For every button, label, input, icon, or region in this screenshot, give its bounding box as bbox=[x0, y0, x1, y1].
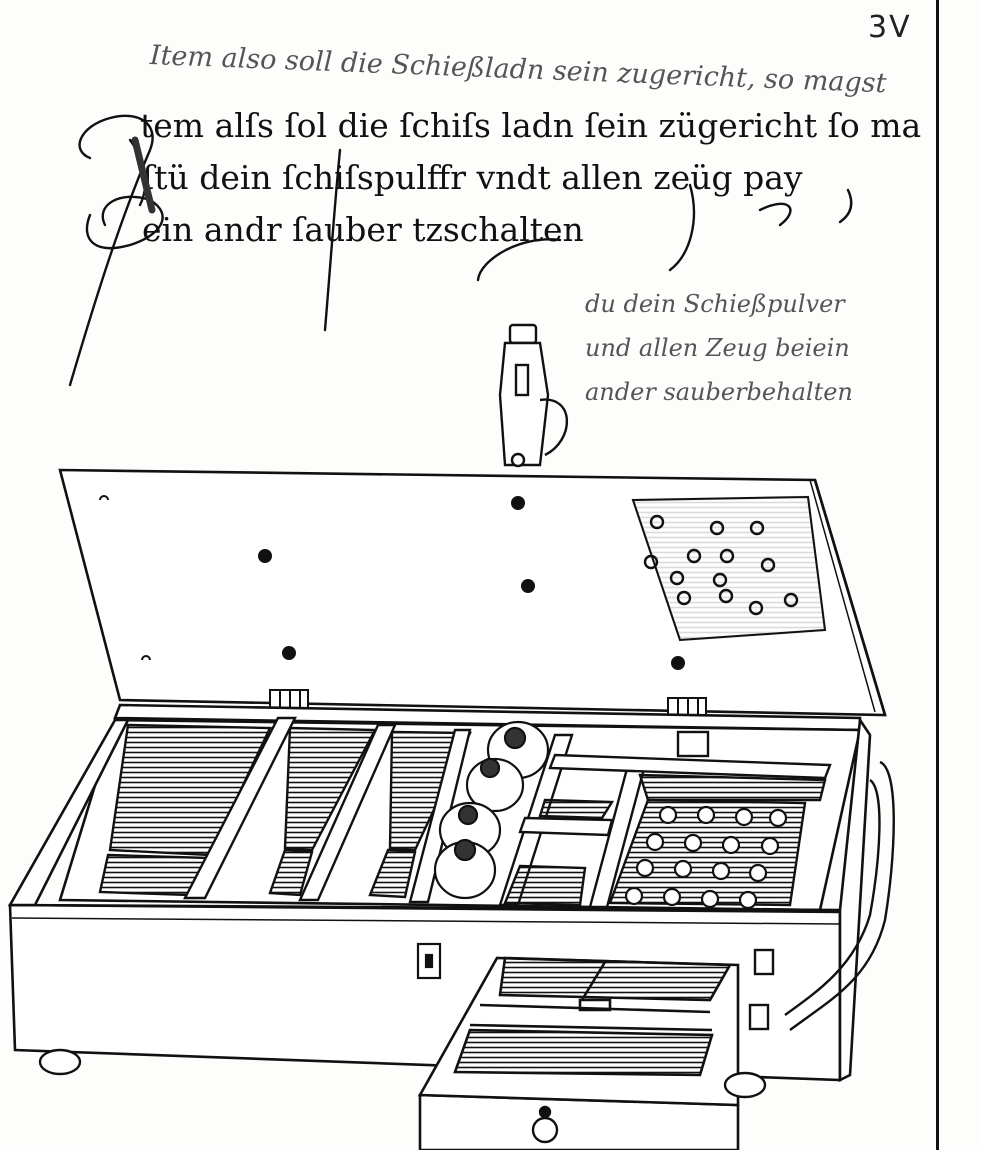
text-line-1: tem alſs ſol die ſchiſs ladn ſein zügeri… bbox=[140, 106, 922, 145]
lid-rivets bbox=[258, 496, 685, 670]
powder-flask-icon bbox=[498, 323, 569, 468]
lock-plate-icon bbox=[416, 942, 442, 980]
page-frame-line bbox=[936, 0, 939, 1150]
text-line-3: ein andr ſauber tzschalten bbox=[142, 210, 584, 249]
side-line-1: du dein Schießpulver bbox=[585, 290, 845, 318]
calligraphic-text-block: tem alſs ſol die ſchiſs ladn ſein zügeri… bbox=[70, 100, 921, 256]
folio-number: 3V bbox=[868, 10, 912, 45]
side-line-2: und allen Zeug beiein bbox=[585, 334, 850, 362]
chest-feet bbox=[38, 1048, 767, 1099]
lid-ball-grid bbox=[643, 514, 799, 616]
drawer-ring-pull-icon bbox=[531, 1105, 559, 1144]
lead-ball-tray bbox=[624, 805, 788, 910]
chest-compartments bbox=[98, 716, 647, 909]
pencil-transcription-side: du dein Schießpulver und allen Zeug beie… bbox=[585, 282, 853, 414]
pull-out-drawer bbox=[417, 956, 740, 1150]
cartridge-pouches bbox=[433, 720, 550, 900]
side-handle-icon bbox=[748, 760, 895, 1031]
initial-flourishes bbox=[68, 114, 853, 387]
chest-lid bbox=[58, 468, 887, 717]
side-line-3: ander sauberbehalten bbox=[585, 378, 853, 406]
